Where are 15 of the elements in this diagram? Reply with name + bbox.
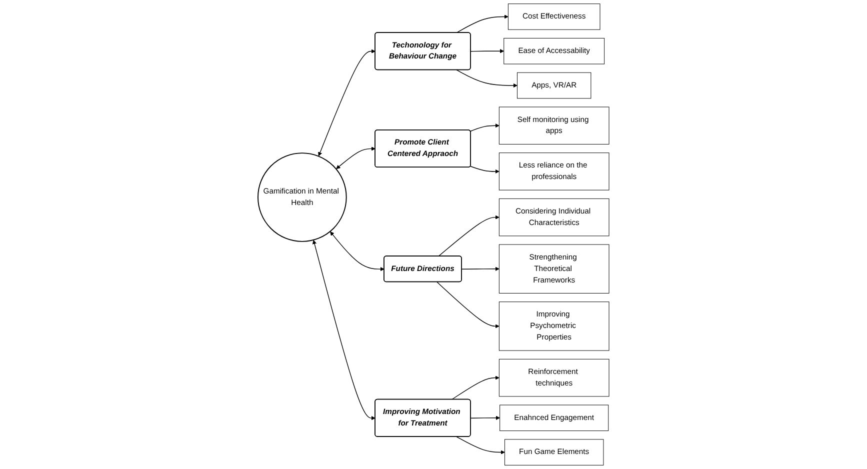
arrow xyxy=(470,49,504,54)
arrow xyxy=(470,124,500,132)
arrow xyxy=(312,240,376,420)
arrow xyxy=(470,166,500,174)
arrow xyxy=(461,266,500,271)
arrow xyxy=(451,376,500,400)
arrow xyxy=(456,14,508,34)
arrow xyxy=(470,416,500,420)
arrow xyxy=(456,70,518,88)
arrow xyxy=(318,49,376,156)
arrow xyxy=(438,215,500,257)
arrow xyxy=(456,436,505,454)
arrow xyxy=(436,282,500,328)
arrow xyxy=(330,231,384,272)
arrow xyxy=(336,146,376,170)
